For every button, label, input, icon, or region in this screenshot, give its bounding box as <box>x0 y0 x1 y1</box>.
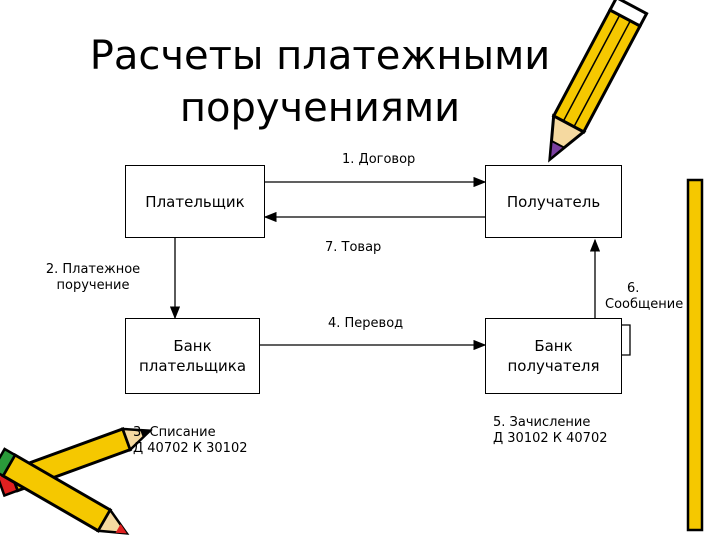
payment-order-line-2: поручение <box>56 278 130 293</box>
slide-title: Расчеты платежными поручениями <box>80 30 560 134</box>
pencil-icon <box>548 0 649 163</box>
pen-stick-icon <box>686 178 704 532</box>
credit-line-1: 5. Зачисление <box>493 415 591 430</box>
recipient-bank-box: Банк получателя <box>485 318 622 394</box>
credit-line-2: Д 30102 К 40702 <box>493 431 608 446</box>
message-line-1: 6. <box>627 281 640 296</box>
payer-label: Плательщик <box>145 192 245 211</box>
title-line-2: поручениями <box>179 85 461 131</box>
message-label: 6. Сообщение <box>605 281 705 313</box>
payer-bank-line-1: Банк <box>173 337 212 355</box>
debit-line-2: Д 40702 К 30102 <box>133 441 248 456</box>
credit-label: 5. Зачисление Д 30102 К 40702 <box>493 415 608 447</box>
payer-bank-line-2: плательщика <box>138 357 247 375</box>
transfer-label: 4. Перевод <box>328 316 404 331</box>
recipient-bank-line-2: получателя <box>507 357 600 375</box>
crossed-pencils-icon <box>0 427 153 535</box>
recipient-box: Получатель <box>485 165 622 238</box>
payment-order-line-1: 2. Платежное <box>45 262 141 277</box>
payer-bank-box: Банк плательщика <box>125 318 260 394</box>
recipient-bank-line-1: Банк <box>534 337 573 355</box>
debit-label: 3. Списание Д 40702 К 30102 <box>133 425 248 457</box>
payer-box: Плательщик <box>125 165 265 238</box>
title-line-1: Расчеты платежными <box>89 33 551 79</box>
debit-line-1: 3. Списание <box>133 425 216 440</box>
contract-label: 1. Договор <box>342 152 416 167</box>
payment-order-label: 2. Платежное поручение <box>28 262 158 294</box>
goods-label: 7. Товар <box>325 240 382 255</box>
message-arrow <box>589 238 631 356</box>
recipient-label: Получатель <box>506 192 601 211</box>
message-line-2: Сообщение <box>605 297 684 312</box>
